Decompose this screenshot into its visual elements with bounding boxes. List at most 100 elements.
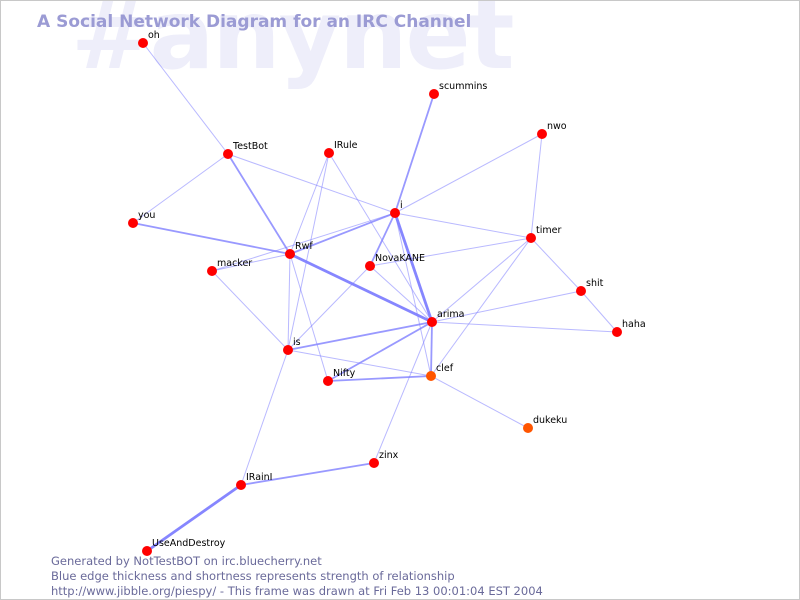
node-label-i: i — [400, 200, 403, 211]
node-dot-IRainI — [236, 480, 246, 490]
node-label-haha: haha — [622, 319, 646, 330]
node-shit: shit — [576, 278, 604, 296]
node-label-dukeku: dukeku — [533, 415, 567, 426]
node-dot-Rwf — [285, 249, 295, 259]
edge-nwo-i — [394, 133, 543, 214]
node-dot-oh — [138, 38, 148, 48]
node-label-TestBot: TestBot — [232, 141, 268, 152]
edge-clef-dukeku — [430, 375, 529, 429]
edge-i-timer — [394, 212, 532, 239]
node-label-macker: macker — [217, 258, 252, 269]
node-dot-i — [390, 208, 400, 218]
edge-is-IRainI — [240, 349, 289, 486]
node-Nifty: Nifty — [323, 368, 356, 386]
edge-NovaKANE-is — [287, 265, 371, 351]
edge-haha-arima — [431, 321, 618, 333]
edge-i-macker — [211, 212, 396, 272]
edge-arima-is — [287, 321, 433, 351]
node-label-is: is — [293, 337, 301, 348]
edge-arima-Nifty — [327, 321, 433, 382]
edge-i-clef — [394, 212, 432, 377]
edge-Rwf-Nifty — [289, 253, 329, 382]
node-label-scummins: scummins — [439, 81, 487, 92]
node-dot-timer — [526, 233, 536, 243]
node-arima: arima — [427, 309, 464, 327]
node-dot-nwo — [537, 129, 547, 139]
node-haha: haha — [612, 319, 646, 337]
footer-timestamp: http://www.jibble.org/piespy/ - This fra… — [51, 584, 543, 598]
node-label-arima: arima — [437, 309, 464, 320]
edge-IRainI-UseAndDestroy — [146, 483, 242, 553]
node-dot-shit — [576, 286, 586, 296]
node-clef: clef — [426, 363, 454, 381]
node-dukeku: dukeku — [523, 415, 567, 433]
node-label-IRule: IRule — [334, 140, 358, 151]
edge-IRule-is — [287, 152, 330, 351]
edge-Rwf-is — [287, 253, 291, 351]
node-dot-dukeku — [523, 423, 533, 433]
node-label-nwo: nwo — [547, 121, 567, 132]
node-label-zinx: zinx — [379, 450, 399, 461]
node-label-timer: timer — [536, 225, 561, 236]
edge-IRule-Rwf — [289, 152, 330, 255]
node-dot-IRule — [324, 148, 334, 158]
edge-Rwf-arima — [289, 252, 433, 324]
node-dot-TestBot — [223, 149, 233, 159]
edge-macker-is — [211, 270, 289, 351]
node-you: you — [128, 210, 155, 228]
edge-i-Rwf — [289, 212, 396, 255]
node-dot-is — [283, 345, 293, 355]
edge-TestBot-i — [227, 153, 396, 214]
edge-timer-clef — [430, 237, 532, 377]
node-nwo: nwo — [537, 121, 567, 139]
edge-timer-arima — [431, 237, 532, 323]
node-dot-scummins — [429, 89, 439, 99]
diagram-title: A Social Network Diagram for an IRC Chan… — [37, 12, 472, 32]
edge-TestBot-Rwf — [227, 153, 291, 255]
node-is: is — [283, 337, 301, 355]
edge-shit-haha — [580, 290, 618, 333]
node-dot-UseAndDestroy — [142, 546, 152, 556]
node-macker: macker — [207, 258, 252, 276]
edge-i-NovaKANE — [369, 212, 396, 267]
footer: Generated by NotTestBOT on irc.bluecherr… — [51, 554, 543, 599]
node-label-UseAndDestroy: UseAndDestroy — [152, 538, 226, 549]
edge-shit-arima — [431, 290, 582, 323]
node-timer: timer — [526, 225, 561, 243]
node-i: i — [390, 200, 403, 218]
footer-legend-note: Blue edge thickness and shortness repres… — [51, 569, 455, 583]
node-dot-macker — [207, 266, 217, 276]
node-IRule: IRule — [324, 140, 358, 158]
node-Rwf: Rwf — [285, 241, 313, 259]
node-oh: oh — [138, 30, 160, 48]
edge-IRule-arima — [328, 152, 433, 323]
node-label-shit: shit — [586, 278, 604, 289]
node-dot-you — [128, 218, 138, 228]
edge-i-arima — [393, 212, 434, 323]
node-label-Rwf: Rwf — [295, 241, 313, 252]
edge-arima-zinx — [373, 321, 433, 464]
footer-generated-by: Generated by NotTestBOT on irc.bluecherr… — [51, 554, 322, 568]
edges-layer — [132, 42, 618, 553]
node-UseAndDestroy: UseAndDestroy — [142, 538, 226, 556]
edge-TestBot-you — [132, 153, 229, 224]
node-dot-Nifty — [323, 376, 333, 386]
node-TestBot: TestBot — [223, 141, 268, 159]
edge-arima-clef — [430, 321, 433, 377]
node-dot-arima — [427, 317, 437, 327]
node-IRainI: IRainI — [236, 472, 272, 490]
node-label-clef: clef — [436, 363, 454, 374]
edge-is-clef — [287, 349, 432, 377]
node-dot-clef — [426, 371, 436, 381]
node-NovaKANE: NovaKANE — [365, 253, 425, 271]
edge-zinx-IRainI — [240, 462, 375, 486]
node-label-NovaKANE: NovaKANE — [375, 253, 425, 264]
node-label-oh: oh — [148, 30, 160, 41]
edge-nwo-timer — [530, 133, 543, 239]
edge-scummins-i — [394, 93, 435, 214]
node-label-IRainI: IRainI — [246, 472, 272, 483]
edge-you-Rwf — [132, 222, 291, 255]
